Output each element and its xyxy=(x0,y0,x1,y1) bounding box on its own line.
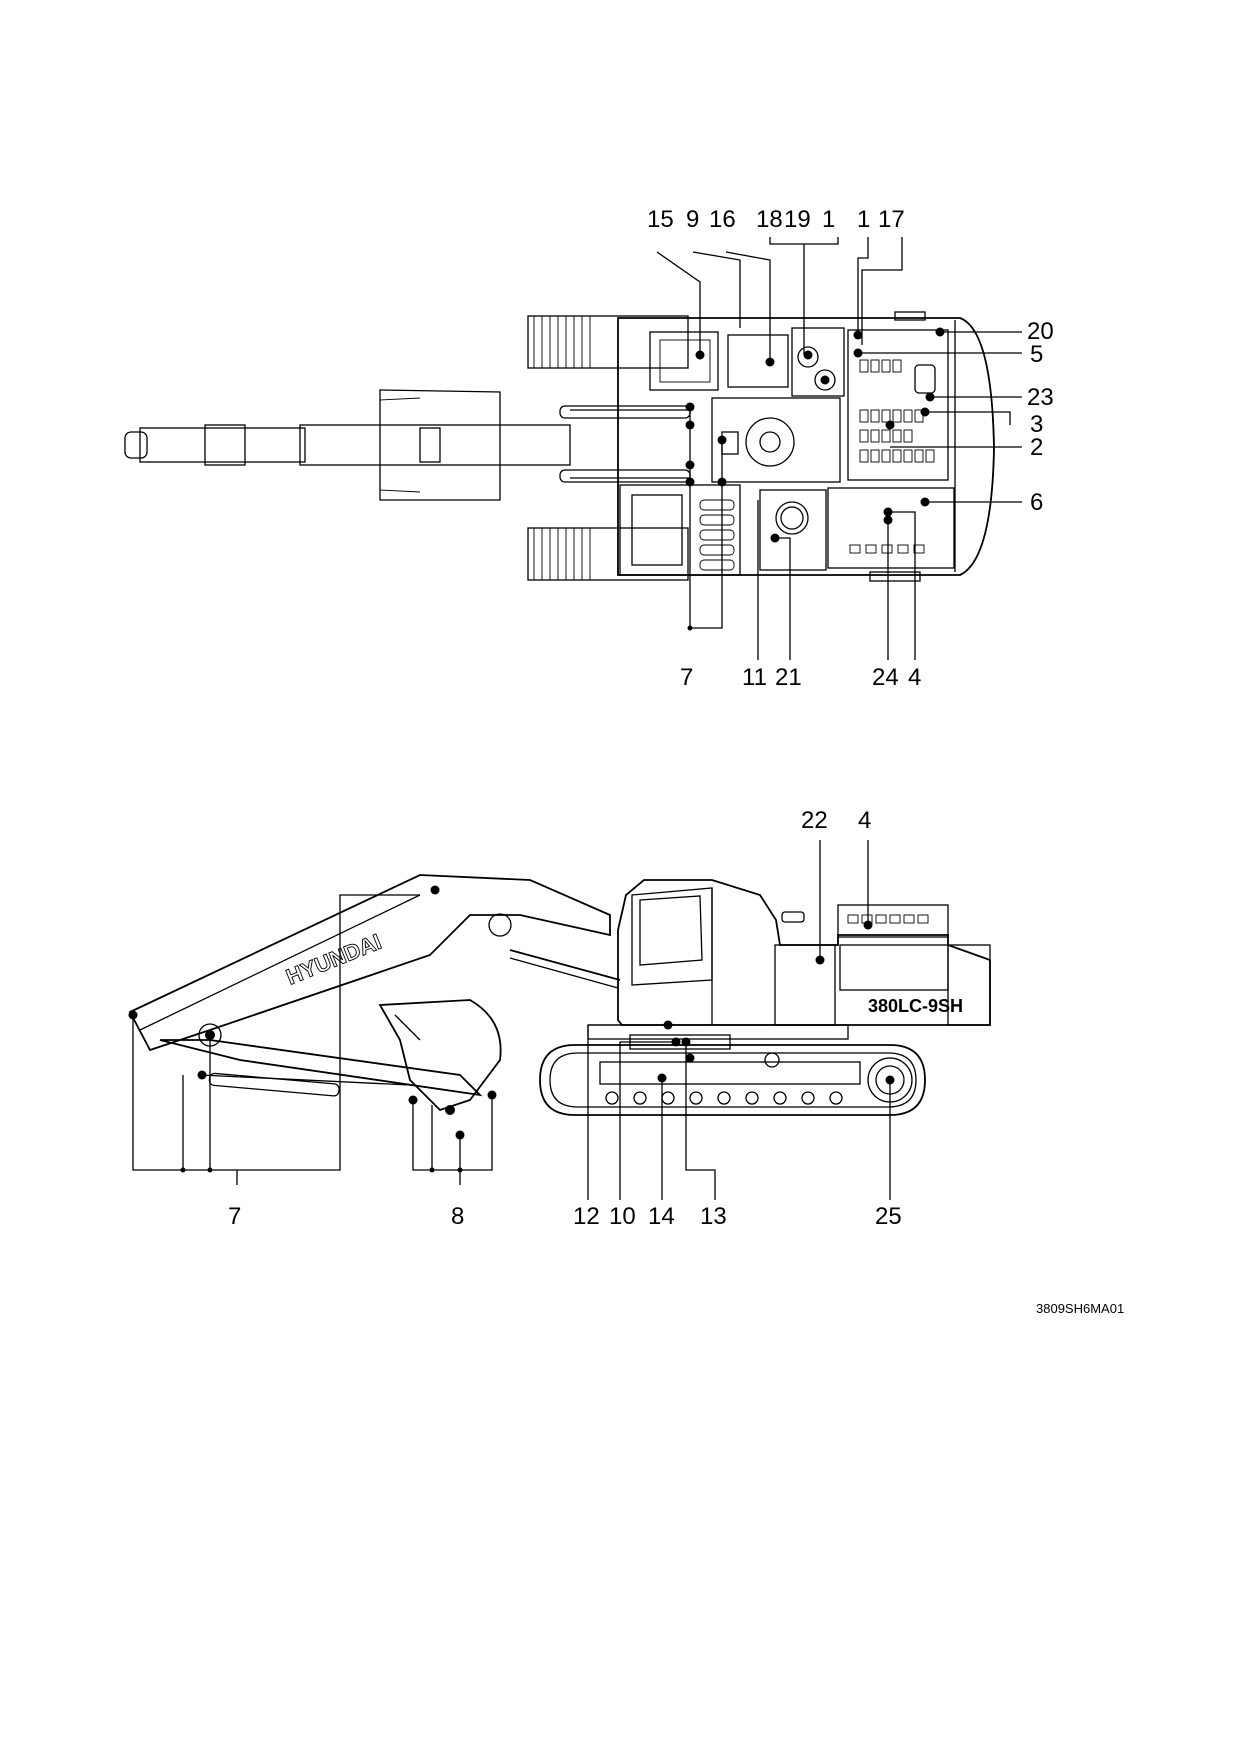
label-24: 24 xyxy=(872,664,899,691)
grease-point-15 xyxy=(695,350,705,360)
grease-point-19 xyxy=(803,350,813,360)
label-10: 10 xyxy=(609,1203,636,1230)
label-11: 11 xyxy=(742,664,767,691)
label-17: 17 xyxy=(878,206,905,233)
label-21: 21 xyxy=(775,664,802,691)
grease-point-24 xyxy=(883,515,893,525)
label-8: 8 xyxy=(451,1203,464,1230)
grease-point-10 xyxy=(671,1037,681,1047)
label-7-side: 7 xyxy=(228,1203,241,1230)
label-5: 5 xyxy=(1030,341,1043,368)
top-view-labels: 15 9 16 18 19 1 1 17 20 5 23 3 2 6 7 11 … xyxy=(647,206,1054,691)
grease-point-13 xyxy=(681,1037,691,1047)
label-23: 23 xyxy=(1027,384,1054,411)
top-view-leaders xyxy=(656,237,1022,660)
side-view-labels: 22 4 7 8 12 10 14 13 25 xyxy=(228,807,902,1230)
grease-point-4 xyxy=(883,507,893,517)
label-1b: 1 xyxy=(857,206,870,233)
grease-point-23 xyxy=(925,392,935,402)
label-15: 15 xyxy=(647,206,674,233)
label-2: 2 xyxy=(1030,434,1043,461)
label-25: 25 xyxy=(875,1203,902,1230)
grease-point-21 xyxy=(770,533,780,543)
label-13: 13 xyxy=(700,1203,727,1230)
drawing-code: 3809SH6MA01 xyxy=(1036,1301,1124,1316)
label-12: 12 xyxy=(573,1203,600,1230)
label-18: 18 xyxy=(756,206,783,233)
label-4-top: 4 xyxy=(908,664,921,691)
brand-text: HYUNDAI xyxy=(283,929,385,990)
label-1: 1 xyxy=(822,206,835,233)
grease-point-14 xyxy=(657,1073,667,1083)
grease-point-5 xyxy=(853,348,863,358)
label-6: 6 xyxy=(1030,489,1043,516)
label-19: 19 xyxy=(784,206,811,233)
grease-point-16 xyxy=(765,357,775,367)
grease-point-3 xyxy=(920,407,930,417)
grease-point-18 xyxy=(820,375,830,385)
label-7-top: 7 xyxy=(680,664,693,691)
grease-point-12 xyxy=(663,1020,673,1030)
label-14: 14 xyxy=(648,1203,675,1230)
side-view-machine: 380LC-9SH HYUNDAI xyxy=(128,874,991,1116)
grease-point-6 xyxy=(920,497,930,507)
label-3: 3 xyxy=(1030,411,1043,438)
grease-point-25 xyxy=(885,1075,895,1085)
label-16: 16 xyxy=(709,206,736,233)
grease-point-4-side xyxy=(863,920,873,930)
grease-point-20 xyxy=(935,327,945,337)
grease-point-1 xyxy=(853,330,863,340)
model-text: 380LC-9SH xyxy=(868,996,963,1016)
grease-point-2 xyxy=(885,420,895,430)
side-view-leaders xyxy=(128,840,895,1200)
label-22: 22 xyxy=(801,807,828,834)
label-20: 20 xyxy=(1027,318,1054,345)
label-9: 9 xyxy=(686,206,699,233)
label-4-side: 4 xyxy=(858,807,871,834)
grease-point-22 xyxy=(815,955,825,965)
